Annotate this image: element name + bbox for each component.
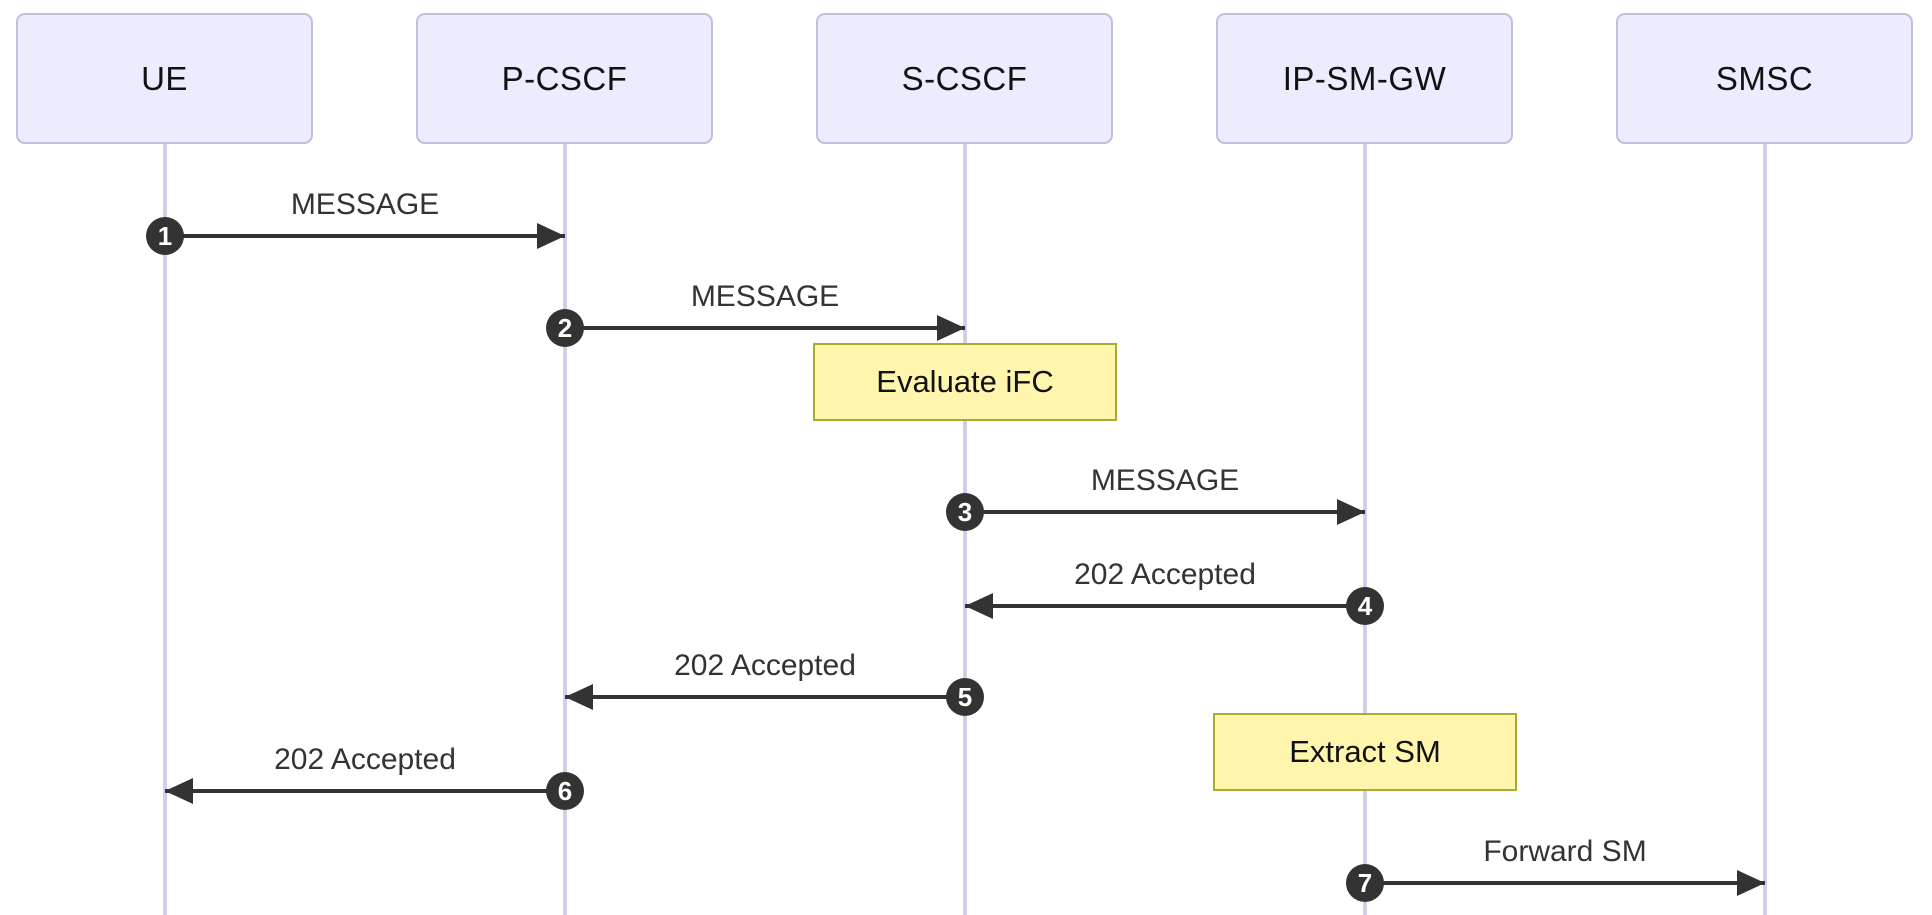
message-5-arrowhead-icon — [565, 684, 593, 710]
message-6-line — [165, 789, 565, 793]
actor-ip-sm-gw: IP-SM-GW — [1216, 13, 1513, 144]
message-4-label: 202 Accepted — [1074, 558, 1256, 591]
message-3-line — [965, 510, 1365, 514]
message-5-number: 5 — [946, 678, 984, 716]
message-1-label: MESSAGE — [290, 188, 440, 221]
message-1-arrowhead-icon — [537, 223, 565, 249]
message-6-label: 202 Accepted — [274, 743, 456, 776]
message-4-line — [965, 604, 1365, 608]
message-2-number: 2 — [546, 309, 584, 347]
actor-smsc-label: SMSC — [1715, 59, 1814, 97]
actor-p-cscf: P-CSCF — [416, 13, 713, 144]
actor-ip-sm-gw-label: IP-SM-GW — [1282, 59, 1447, 97]
message-3-number: 3 — [946, 493, 984, 531]
actor-s-cscf-label: S-CSCF — [901, 59, 1028, 97]
message-6-arrowhead-icon — [165, 778, 193, 804]
message-7-number: 7 — [1346, 864, 1384, 902]
message-2-arrowhead-icon — [937, 315, 965, 341]
actor-smsc: SMSC — [1616, 13, 1913, 144]
message-7-line — [1365, 881, 1765, 885]
message-2-label: MESSAGE — [690, 280, 840, 313]
note-evaluate-ifc-label: Evaluate iFC — [876, 364, 1054, 399]
message-1-number: 1 — [146, 217, 184, 255]
actor-ue-label: UE — [141, 59, 188, 97]
note-evaluate-ifc: Evaluate iFC — [813, 343, 1117, 421]
lifeline-smsc — [1763, 144, 1767, 915]
actor-ue: UE — [16, 13, 313, 144]
actor-s-cscf: S-CSCF — [816, 13, 1113, 144]
message-4-arrowhead-icon — [965, 593, 993, 619]
lifeline-p-cscf — [563, 144, 567, 915]
note-extract-sm-label: Extract SM — [1289, 734, 1441, 769]
message-7-arrowhead-icon — [1737, 870, 1765, 896]
note-extract-sm: Extract SM — [1213, 713, 1517, 791]
message-7-label: Forward SM — [1483, 835, 1647, 868]
lifeline-ue — [163, 144, 167, 915]
message-2-line — [565, 326, 965, 330]
message-3-arrowhead-icon — [1337, 499, 1365, 525]
message-6-number: 6 — [546, 772, 584, 810]
message-5-line — [565, 695, 965, 699]
lifeline-ip-sm-gw — [1363, 144, 1367, 915]
message-4-number: 4 — [1346, 587, 1384, 625]
message-1-line — [165, 234, 565, 238]
message-3-label: MESSAGE — [1090, 464, 1240, 497]
actor-p-cscf-label: P-CSCF — [501, 59, 628, 97]
message-5-label: 202 Accepted — [674, 649, 856, 682]
